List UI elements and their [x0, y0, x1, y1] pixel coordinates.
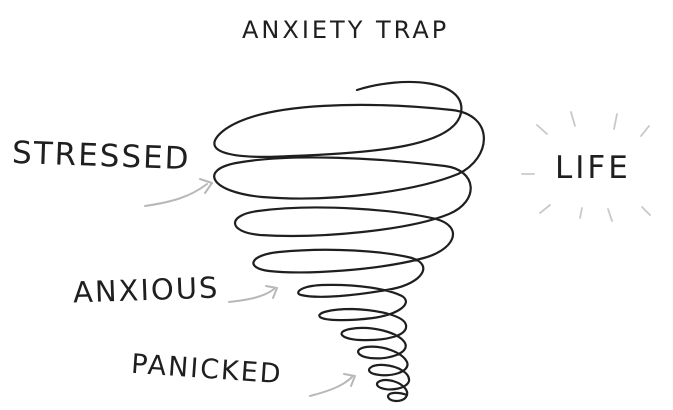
stressed-label: STRESSED [12, 138, 192, 175]
anxious-label: ANXIOUS [73, 273, 220, 307]
stressed-arrow-icon [145, 179, 212, 206]
life-label: LIFE [555, 153, 631, 184]
diagram-title: ANXIETY TRAP [242, 18, 449, 42]
panicked-arrow-icon [310, 374, 355, 396]
anxious-arrow-icon [229, 286, 277, 302]
spiral-icon [214, 82, 484, 401]
